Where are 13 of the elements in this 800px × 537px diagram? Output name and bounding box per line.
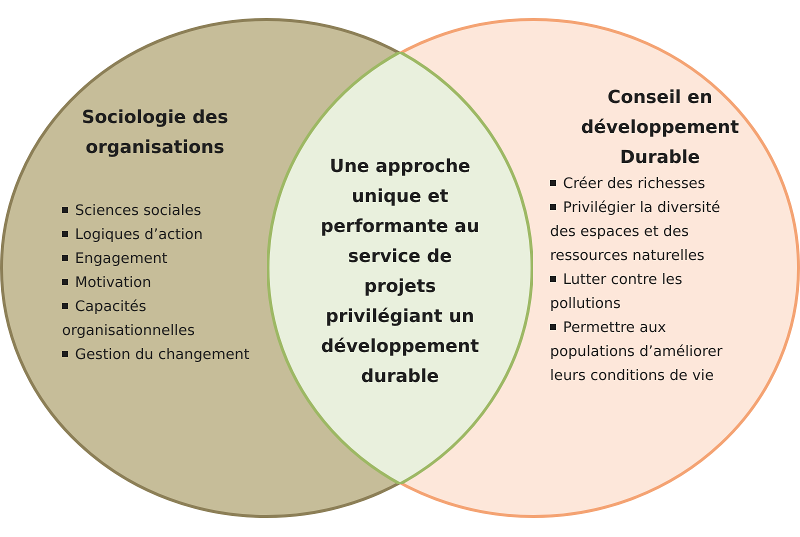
bullet-item: Gestion du changement (62, 343, 262, 367)
center-statement: Une approche unique et performante au service de projets privilégiant un développement durable (320, 155, 480, 389)
bullet-item: Capacités organisationnelles (62, 295, 262, 343)
bullet-item: Sciences sociales (62, 199, 262, 223)
bullet-item: Lutter contre les pollutions (550, 268, 750, 316)
bullet-item: Motivation (62, 271, 262, 295)
circle-heading: Conseil en développement Durable (580, 86, 740, 170)
circle-heading: Sociologie des organisations (80, 106, 230, 160)
bullet-item: Engagement (62, 247, 262, 271)
bullet-item: Logiques d’action (62, 223, 262, 247)
bullet-item: Privilégier la diversité des espaces et des ressources naturelles (550, 196, 750, 268)
bullet-item: Créer des richesses (550, 172, 750, 196)
bullet-item: Permettre aux populations d’améliorer leurs conditions de vie (550, 316, 750, 388)
